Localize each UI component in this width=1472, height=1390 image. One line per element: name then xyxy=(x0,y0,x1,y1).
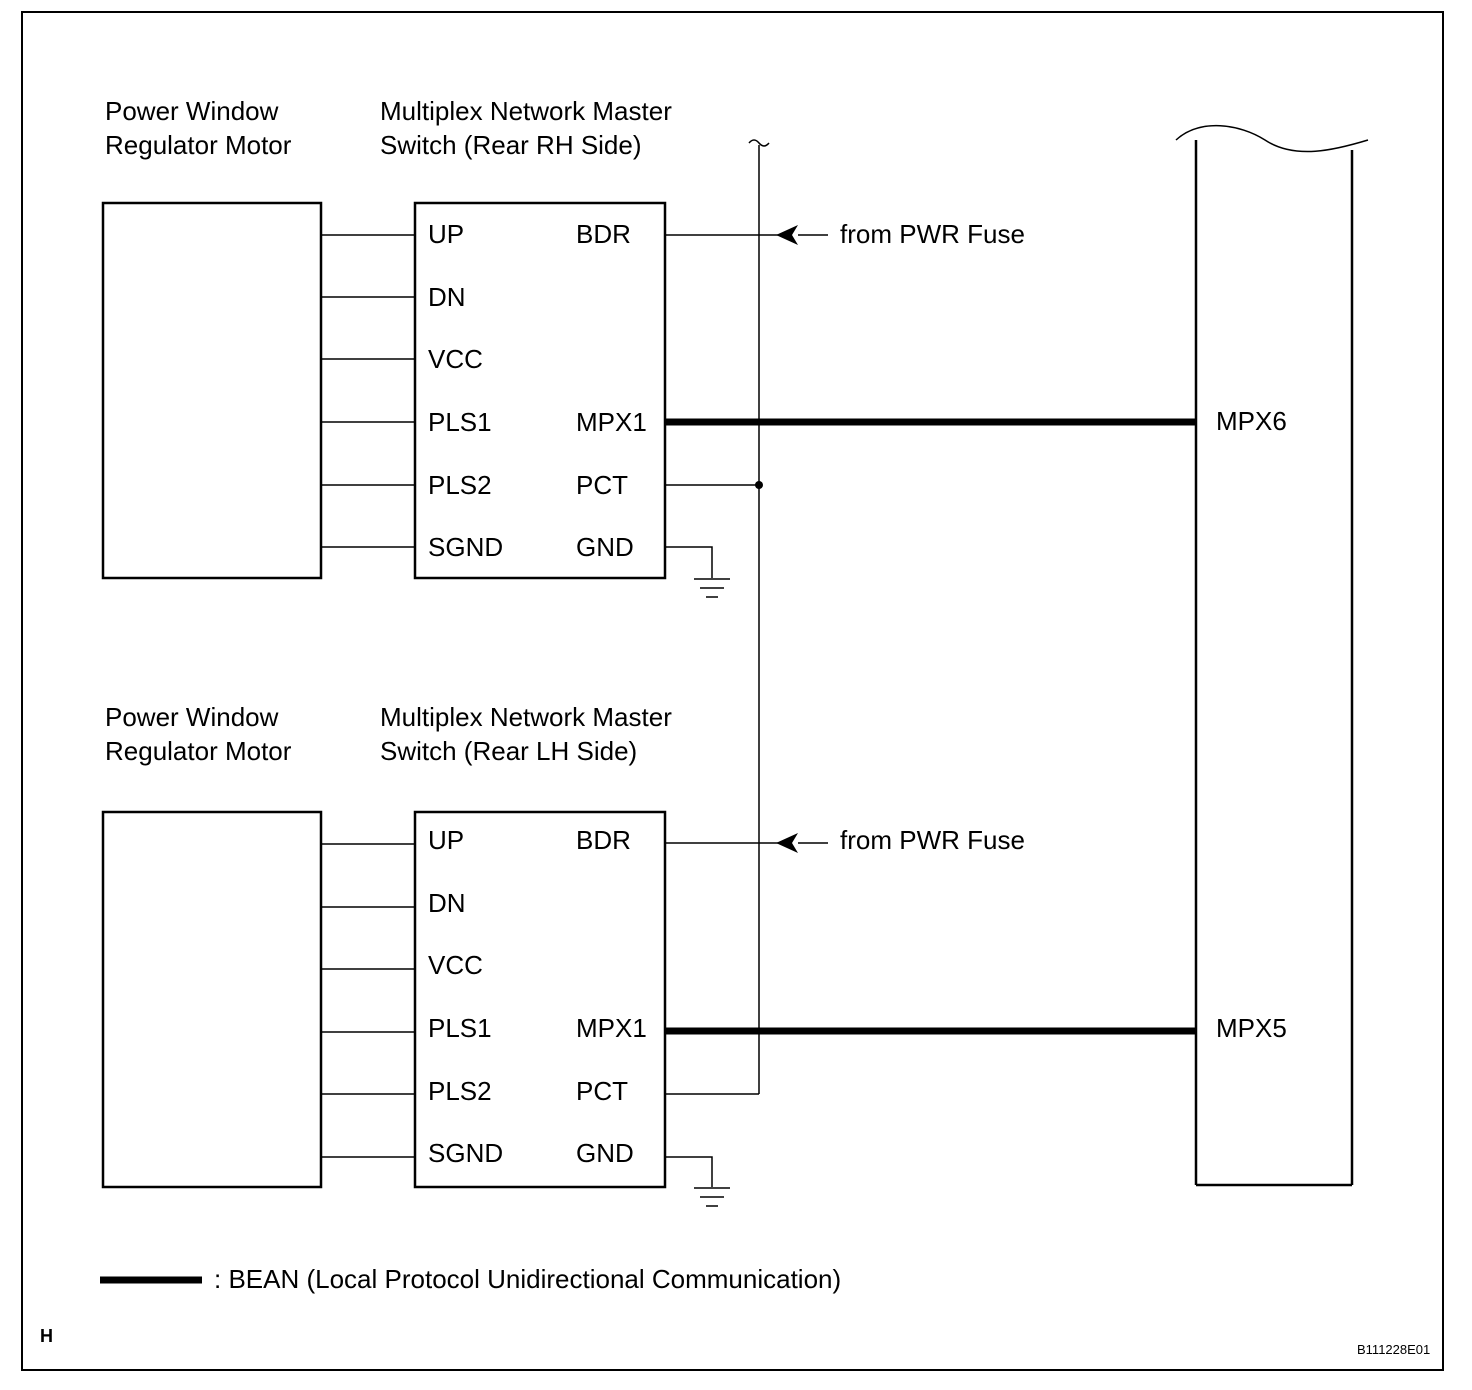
lower-pin-mpx1: MPX1 xyxy=(576,1013,647,1043)
upper-pin-dn: DN xyxy=(428,282,466,312)
upper-motor-box xyxy=(101,201,323,580)
lower-section: Power Window Regulator Motor Multiplex N… xyxy=(101,702,1287,1207)
upper-fuse-label: from PWR Fuse xyxy=(840,219,1025,249)
lower-pin-gnd: GND xyxy=(576,1138,634,1168)
upper-motor-label-line2: Regulator Motor xyxy=(105,130,292,160)
pct-bus-break-mark xyxy=(748,139,770,147)
lower-pin-dn: DN xyxy=(428,888,466,918)
upper-pin-sgnd: SGND xyxy=(428,532,503,562)
upper-pin-pls2: PLS2 xyxy=(428,470,492,500)
lower-switch-box xyxy=(413,810,667,1189)
upper-section: Power Window Regulator Motor Multiplex N… xyxy=(101,96,1287,598)
lower-pin-sgnd: SGND xyxy=(428,1138,503,1168)
upper-pin-up: UP xyxy=(428,219,464,249)
lower-motor-label-line1: Power Window xyxy=(105,702,279,732)
lower-ecu-pin: MPX5 xyxy=(1216,1013,1287,1043)
upper-ecu-pin: MPX6 xyxy=(1216,406,1287,436)
figure-code: B111228E01 xyxy=(1357,1342,1430,1357)
upper-pin-mpx1: MPX1 xyxy=(576,407,647,437)
lower-fuse-arrow xyxy=(776,833,798,853)
upper-switch-label-line1: Multiplex Network Master xyxy=(380,96,672,126)
corner-letter: H xyxy=(40,1326,53,1346)
upper-pin-vcc: VCC xyxy=(428,344,483,374)
ecu-box xyxy=(1175,124,1369,1187)
lower-pin-pls1: PLS1 xyxy=(428,1013,492,1043)
upper-switch-label-line2: Switch (Rear RH Side) xyxy=(380,130,642,160)
upper-motor-label-line1: Power Window xyxy=(105,96,279,126)
lower-motor-box xyxy=(101,810,323,1189)
lower-switch-label-line2: Switch (Rear LH Side) xyxy=(380,736,637,766)
lower-pin-vcc: VCC xyxy=(428,950,483,980)
upper-ground-symbol xyxy=(694,578,730,598)
upper-switch-box xyxy=(413,201,667,580)
lower-pin-bdr: BDR xyxy=(576,825,631,855)
lower-pin-up: UP xyxy=(428,825,464,855)
legend-text: : BEAN (Local Protocol Unidirectional Co… xyxy=(214,1264,841,1294)
lower-fuse-label: from PWR Fuse xyxy=(840,825,1025,855)
lower-pin-pct: PCT xyxy=(576,1076,628,1106)
upper-pin-pct: PCT xyxy=(576,470,628,500)
lower-ground-symbol xyxy=(694,1187,730,1207)
lower-wire-gnd xyxy=(665,1156,713,1187)
lower-switch-label-line1: Multiplex Network Master xyxy=(380,702,672,732)
upper-pin-gnd: GND xyxy=(576,532,634,562)
upper-pin-pls1: PLS1 xyxy=(428,407,492,437)
diagram-frame xyxy=(21,11,1444,1371)
lower-pin-pls2: PLS2 xyxy=(428,1076,492,1106)
upper-pin-bdr: BDR xyxy=(576,219,631,249)
ecu-break-wave xyxy=(1175,124,1369,153)
upper-wire-gnd xyxy=(665,546,713,578)
upper-fuse-arrow xyxy=(776,225,798,245)
lower-motor-label-line2: Regulator Motor xyxy=(105,736,292,766)
